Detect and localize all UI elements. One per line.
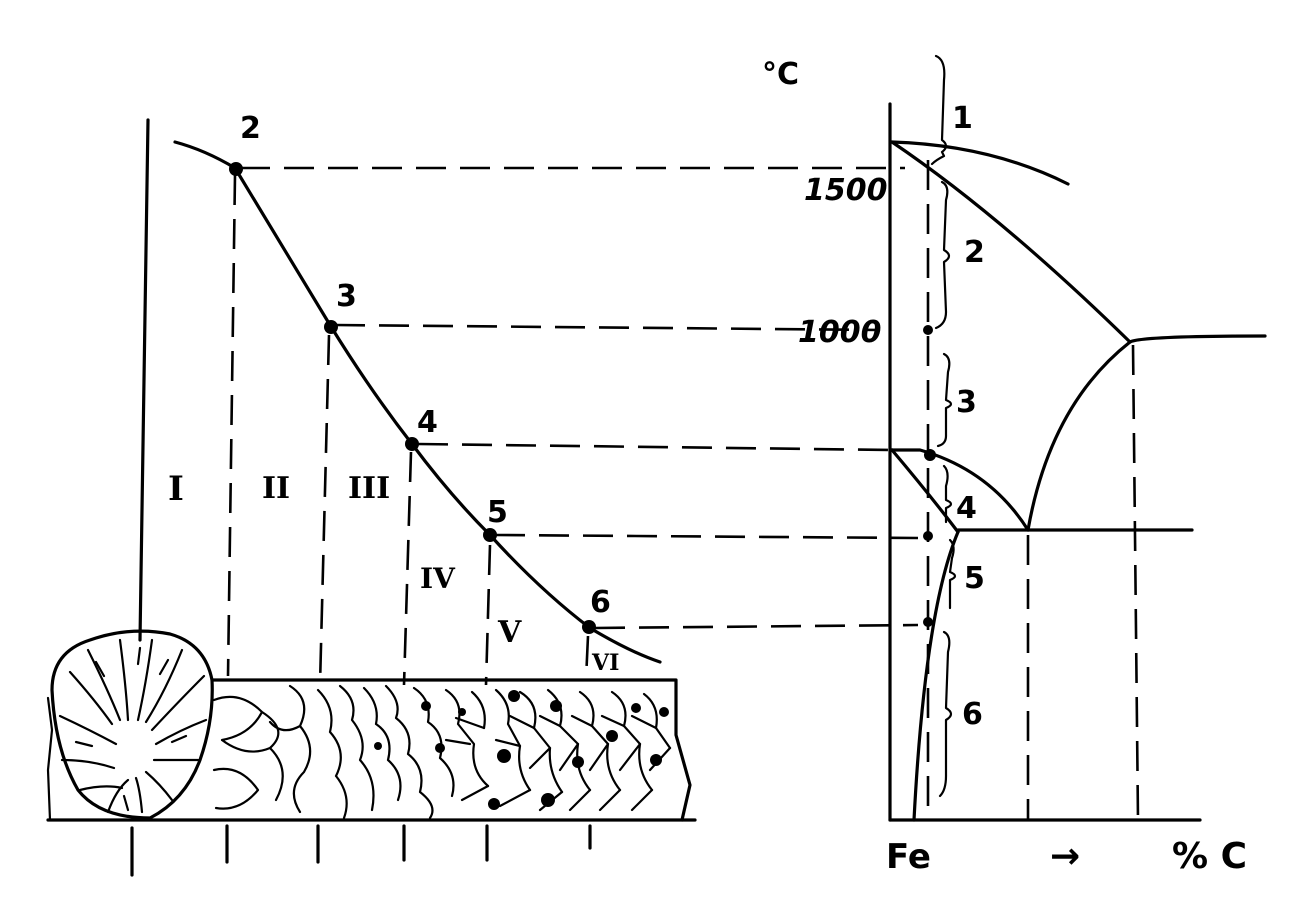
zone-ticks — [130, 824, 592, 877]
temperature-range-braces — [930, 54, 957, 798]
curve-point-6 — [582, 620, 596, 634]
arrow-icon: → — [1050, 836, 1080, 877]
ferrite-solvus-curve — [912, 530, 960, 822]
curve-points — [229, 162, 596, 634]
curve-point-4 — [405, 437, 419, 451]
temperature-projection-lines — [240, 166, 919, 630]
zone-label-iv: IV — [420, 562, 456, 595]
tick-label-1500: 1500 — [804, 173, 888, 208]
a3-inner-curve — [890, 448, 960, 534]
gamma-boundary-curve — [1026, 340, 1132, 532]
plate-top-edge — [210, 678, 692, 822]
zone-label-iii: III — [348, 471, 390, 506]
weld-center-line — [138, 118, 150, 642]
weld-microstructure-section — [46, 629, 697, 877]
heat-affected-zone-grains — [212, 684, 672, 820]
range-label-4: 4 — [956, 491, 977, 526]
range-label-1: 1 — [952, 101, 973, 136]
liquidus-upper-curve — [890, 140, 1070, 186]
point-label-6: 6 — [590, 585, 611, 620]
temperature-unit-label: °C — [762, 57, 799, 92]
range-label-2: 2 — [964, 235, 985, 270]
point-label-4: 4 — [417, 405, 438, 440]
liquidus-line — [890, 140, 1132, 344]
range-label-5: 5 — [964, 561, 985, 596]
point-label-3: 3 — [336, 279, 357, 314]
point-label-5: 5 — [487, 495, 508, 530]
zone-label-i: I — [168, 469, 184, 509]
tick-label-1000: 1000 — [798, 315, 882, 350]
zone-boundaries — [226, 174, 590, 686]
zone-label-ii: II — [262, 471, 290, 506]
curve-point-5 — [483, 528, 497, 542]
range-label-6: 6 — [962, 697, 983, 732]
curve-point-2 — [229, 162, 243, 176]
carbon-percent-label: % C — [1172, 836, 1247, 877]
peak-temperature-curve — [173, 140, 662, 664]
left-temperature-diagram: 2 3 4 5 6 I II III IV V VI — [138, 111, 919, 686]
weld-bead — [50, 629, 214, 820]
zone-label-vi: VI — [591, 650, 619, 676]
fe-origin-label: Fe — [886, 837, 931, 877]
point-label-2: 2 — [240, 111, 261, 146]
range-label-3: 3 — [956, 385, 977, 420]
eutectic-line — [1128, 334, 1267, 344]
iron-carbon-phase-diagram: °C 1500 1000 1 2 3 4 5 6 Fe → % C — [762, 54, 1267, 877]
curve-point-3 — [324, 320, 338, 334]
zone-label-v: V — [497, 615, 522, 650]
